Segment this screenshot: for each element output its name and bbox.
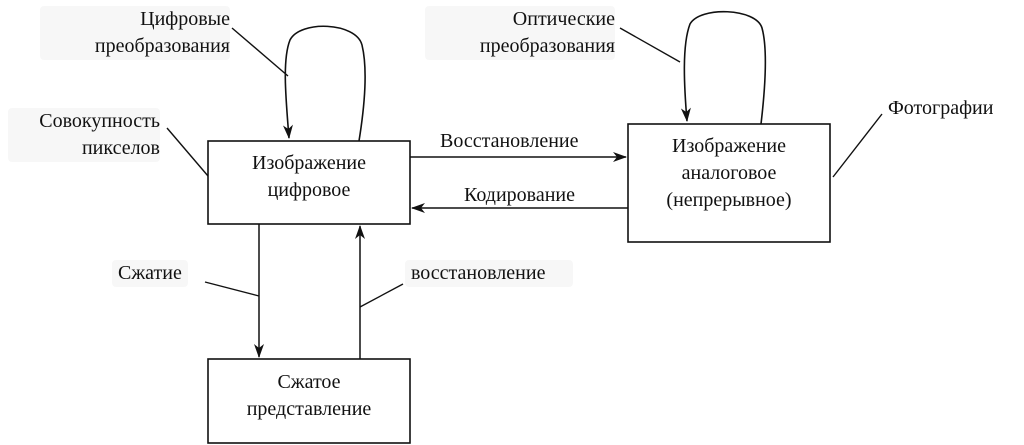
analog-image-line3: (непрерывное) [666, 189, 792, 211]
optical-transforms-line2: преобразования [479, 35, 615, 57]
digital-image-box [207, 140, 411, 225]
encoding-label: Кодирование [464, 184, 575, 206]
analog-image-label: Изображение аналоговое (непрерывное) [628, 133, 830, 214]
photos-leader [832, 113, 883, 178]
pixel-set-annotation: Совокупность пикселов [8, 108, 160, 162]
analog-image-line2: аналоговое [681, 162, 777, 184]
reconstruction-top-label: Восстановление [440, 130, 579, 152]
compressed-line1: Сжатое [277, 371, 341, 393]
digital-self-loop [282, 25, 366, 142]
digital-transforms-annotation: Цифровые преобразования [40, 6, 230, 60]
optical-transforms-line1: Оптические [512, 8, 615, 30]
compression-label: Сжатие [112, 260, 188, 287]
pixel-set-leader [166, 127, 209, 177]
digital-image-line2: цифровое [267, 179, 351, 201]
compression-leader [204, 281, 260, 297]
digital-transforms-line1: Цифровые [140, 8, 230, 30]
digital-image-line1: Изображение [252, 152, 366, 174]
digital-image-label: Изображение цифровое [208, 150, 410, 204]
optical-transforms-leader [619, 27, 681, 63]
digital-transforms-leader [231, 27, 289, 77]
analog-image-box [627, 123, 831, 243]
photos-annotation: Фотографии [888, 97, 994, 119]
optical-transforms-annotation: Оптические преобразования [425, 6, 615, 60]
compressed-line2: представление [246, 398, 372, 420]
pixel-set-line1: Совокупность [39, 110, 160, 132]
analog-self-loop [680, 10, 767, 125]
reconstruction-bottom-label: восстановление [405, 260, 574, 287]
compressed-label: Сжатое представление [208, 369, 410, 423]
decompression-leader [359, 283, 404, 308]
pixel-set-line2: пикселов [81, 137, 160, 159]
analog-image-line1: Изображение [672, 135, 786, 157]
compressed-box [207, 358, 411, 444]
digital-transforms-line2: преобразования [94, 35, 230, 57]
